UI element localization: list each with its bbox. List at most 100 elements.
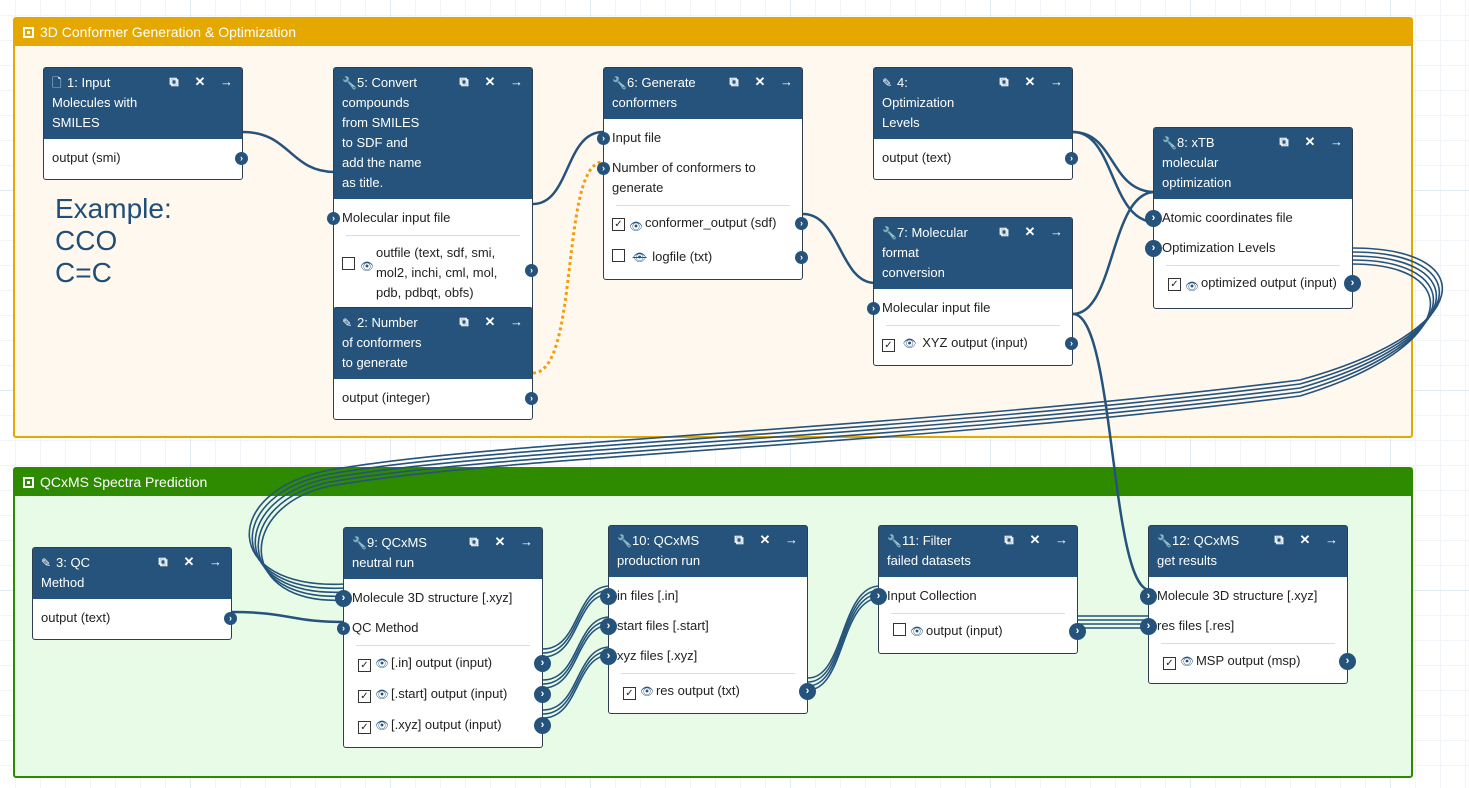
arrow-right-icon[interactable]: → (220, 74, 233, 89)
node-generate-conformers[interactable]: 🔧6: Generate conformers ⧉✕→ ›Input file … (597, 67, 808, 280)
copy-icon[interactable]: ⧉ (999, 224, 1009, 239)
node-header[interactable]: 🔧12: QCxMS get results ⧉✕→ (1149, 526, 1347, 577)
node-header[interactable]: 🗋1: Input Molecules with SMILES ⧉✕→ (44, 68, 242, 139)
input-terminal[interactable]: › (870, 588, 887, 605)
eye-icon[interactable]: 👁 (1180, 656, 1194, 668)
output-terminal[interactable]: › (235, 152, 248, 165)
node-optimization-levels[interactable]: ✎4: Optimization Levels ⧉✕→ output (text… (873, 67, 1078, 180)
output-terminal[interactable]: › (1344, 275, 1361, 292)
node-header[interactable]: 🔧6: Generate conformers ⧉✕→ (604, 68, 802, 119)
arrow-right-icon[interactable]: → (785, 532, 798, 547)
checkbox[interactable]: ✓ (623, 687, 636, 700)
input-terminal[interactable]: › (600, 648, 617, 665)
workflow-comment[interactable]: Example: CCO C=C (55, 193, 172, 289)
output-terminal[interactable]: › (795, 251, 808, 264)
output-terminal[interactable]: › (525, 392, 538, 405)
close-icon[interactable]: ✕ (494, 534, 506, 549)
copy-icon[interactable]: ⧉ (459, 74, 469, 89)
copy-icon[interactable]: ⧉ (169, 74, 179, 89)
input-terminal[interactable]: › (600, 618, 617, 635)
eye-icon[interactable]: 👁 (1185, 281, 1199, 293)
eye-icon[interactable]: 👁 (375, 720, 389, 732)
copy-icon[interactable]: ⧉ (734, 532, 744, 547)
node-header[interactable]: 🔧9: QCxMS neutral run ⧉✕→ (344, 528, 542, 579)
close-icon[interactable]: ✕ (1024, 74, 1036, 89)
eye-icon[interactable]: 👁 (640, 686, 654, 698)
input-terminal[interactable]: › (327, 212, 340, 225)
input-terminal[interactable]: › (597, 132, 610, 145)
close-icon[interactable]: ✕ (194, 74, 206, 89)
close-icon[interactable]: ✕ (484, 74, 496, 89)
output-terminal[interactable]: › (534, 717, 551, 734)
node-header[interactable]: 🔧5: Convert compounds from SMILES to SDF… (334, 68, 532, 199)
checkbox[interactable]: ✓ (358, 721, 371, 734)
eye-icon[interactable]: 👁 (910, 626, 924, 638)
arrow-right-icon[interactable]: → (780, 74, 793, 89)
input-terminal[interactable]: › (1140, 618, 1157, 635)
output-terminal[interactable]: › (1065, 337, 1078, 350)
arrow-right-icon[interactable]: → (510, 314, 523, 329)
node-qcxms-production-run[interactable]: 🔧10: QCxMS production run ⧉✕→ ›in files … (600, 525, 816, 714)
copy-icon[interactable]: ⧉ (469, 534, 479, 549)
node-number-of-conformers[interactable]: ✎2: Number of conformers to generate ⧉✕→… (333, 307, 538, 420)
checkbox[interactable] (893, 623, 906, 636)
eye-slash-icon[interactable]: 👁 (632, 252, 647, 264)
arrow-right-icon[interactable]: → (520, 534, 533, 549)
node-qcxms-neutral-run[interactable]: 🔧9: QCxMS neutral run ⧉✕→ ›Molecule 3D s… (335, 527, 551, 748)
node-input-molecules[interactable]: 🗋1: Input Molecules with SMILES ⧉✕→ outp… (43, 67, 248, 180)
frame-header[interactable]: QCxMS Spectra Prediction (15, 469, 1411, 496)
copy-icon[interactable]: ⧉ (158, 554, 168, 569)
checkbox[interactable]: ✓ (882, 339, 895, 352)
node-header[interactable]: 🔧8: xTB molecular optimization ⧉✕→ (1154, 128, 1352, 199)
close-icon[interactable]: ✕ (754, 74, 766, 89)
output-terminal[interactable]: › (525, 264, 538, 277)
copy-icon[interactable]: ⧉ (1274, 532, 1284, 547)
arrow-right-icon[interactable]: → (1055, 532, 1068, 547)
checkbox[interactable]: ✓ (358, 659, 371, 672)
frame-header[interactable]: 3D Conformer Generation & Optimization (15, 19, 1411, 46)
node-qc-method[interactable]: ✎3: QC Method ⧉✕→ output (text)› (32, 547, 237, 640)
input-terminal[interactable]: › (867, 302, 880, 315)
node-molecular-format-conversion[interactable]: 🔧7: Molecular format conversion ⧉✕→ ›Mol… (867, 217, 1078, 366)
output-terminal[interactable]: › (1339, 653, 1356, 670)
node-header[interactable]: 🔧11: Filter failed datasets ⧉✕→ (879, 526, 1077, 577)
output-terminal[interactable]: › (795, 217, 808, 230)
input-terminal[interactable]: › (1145, 240, 1162, 257)
copy-icon[interactable]: ⧉ (729, 74, 739, 89)
output-terminal[interactable]: › (534, 655, 551, 672)
eye-icon[interactable]: 👁 (629, 221, 643, 233)
node-header[interactable]: ✎2: Number of conformers to generate ⧉✕→ (334, 308, 532, 379)
close-icon[interactable]: ✕ (1024, 224, 1036, 239)
arrow-right-icon[interactable]: → (1050, 224, 1063, 239)
close-icon[interactable]: ✕ (759, 532, 771, 547)
node-convert-compounds[interactable]: 🔧5: Convert compounds from SMILES to SDF… (327, 67, 538, 315)
close-icon[interactable]: ✕ (1304, 134, 1316, 149)
eye-icon[interactable]: 👁 (375, 689, 389, 701)
node-qcxms-get-results[interactable]: 🔧12: QCxMS get results ⧉✕→ ›Molecule 3D … (1140, 525, 1356, 684)
node-header[interactable]: ✎4: Optimization Levels ⧉✕→ (874, 68, 1072, 139)
input-terminal[interactable]: › (335, 590, 352, 607)
input-terminal[interactable]: › (1140, 588, 1157, 605)
arrow-right-icon[interactable]: → (209, 554, 222, 569)
eye-icon[interactable]: 👁 (360, 261, 374, 273)
arrow-right-icon[interactable]: → (510, 74, 523, 89)
output-terminal[interactable]: › (534, 686, 551, 703)
close-icon[interactable]: ✕ (1299, 532, 1311, 547)
eye-icon[interactable]: 👁 (375, 658, 389, 670)
checkbox[interactable]: ✓ (358, 690, 371, 703)
checkbox[interactable] (612, 249, 625, 262)
copy-icon[interactable]: ⧉ (1004, 532, 1014, 547)
input-terminal[interactable]: › (1145, 210, 1162, 227)
checkbox[interactable]: ✓ (1163, 657, 1176, 670)
checkbox[interactable]: ✓ (1168, 278, 1181, 291)
node-header[interactable]: ✎3: QC Method ⧉✕→ (33, 548, 231, 599)
close-icon[interactable]: ✕ (1029, 532, 1041, 547)
output-terminal[interactable]: › (224, 612, 237, 625)
checkbox[interactable] (342, 257, 355, 270)
checkbox[interactable]: ✓ (612, 218, 625, 231)
arrow-right-icon[interactable]: → (1330, 134, 1343, 149)
close-icon[interactable]: ✕ (484, 314, 496, 329)
copy-icon[interactable]: ⧉ (459, 314, 469, 329)
output-terminal[interactable]: › (799, 683, 816, 700)
close-icon[interactable]: ✕ (183, 554, 195, 569)
